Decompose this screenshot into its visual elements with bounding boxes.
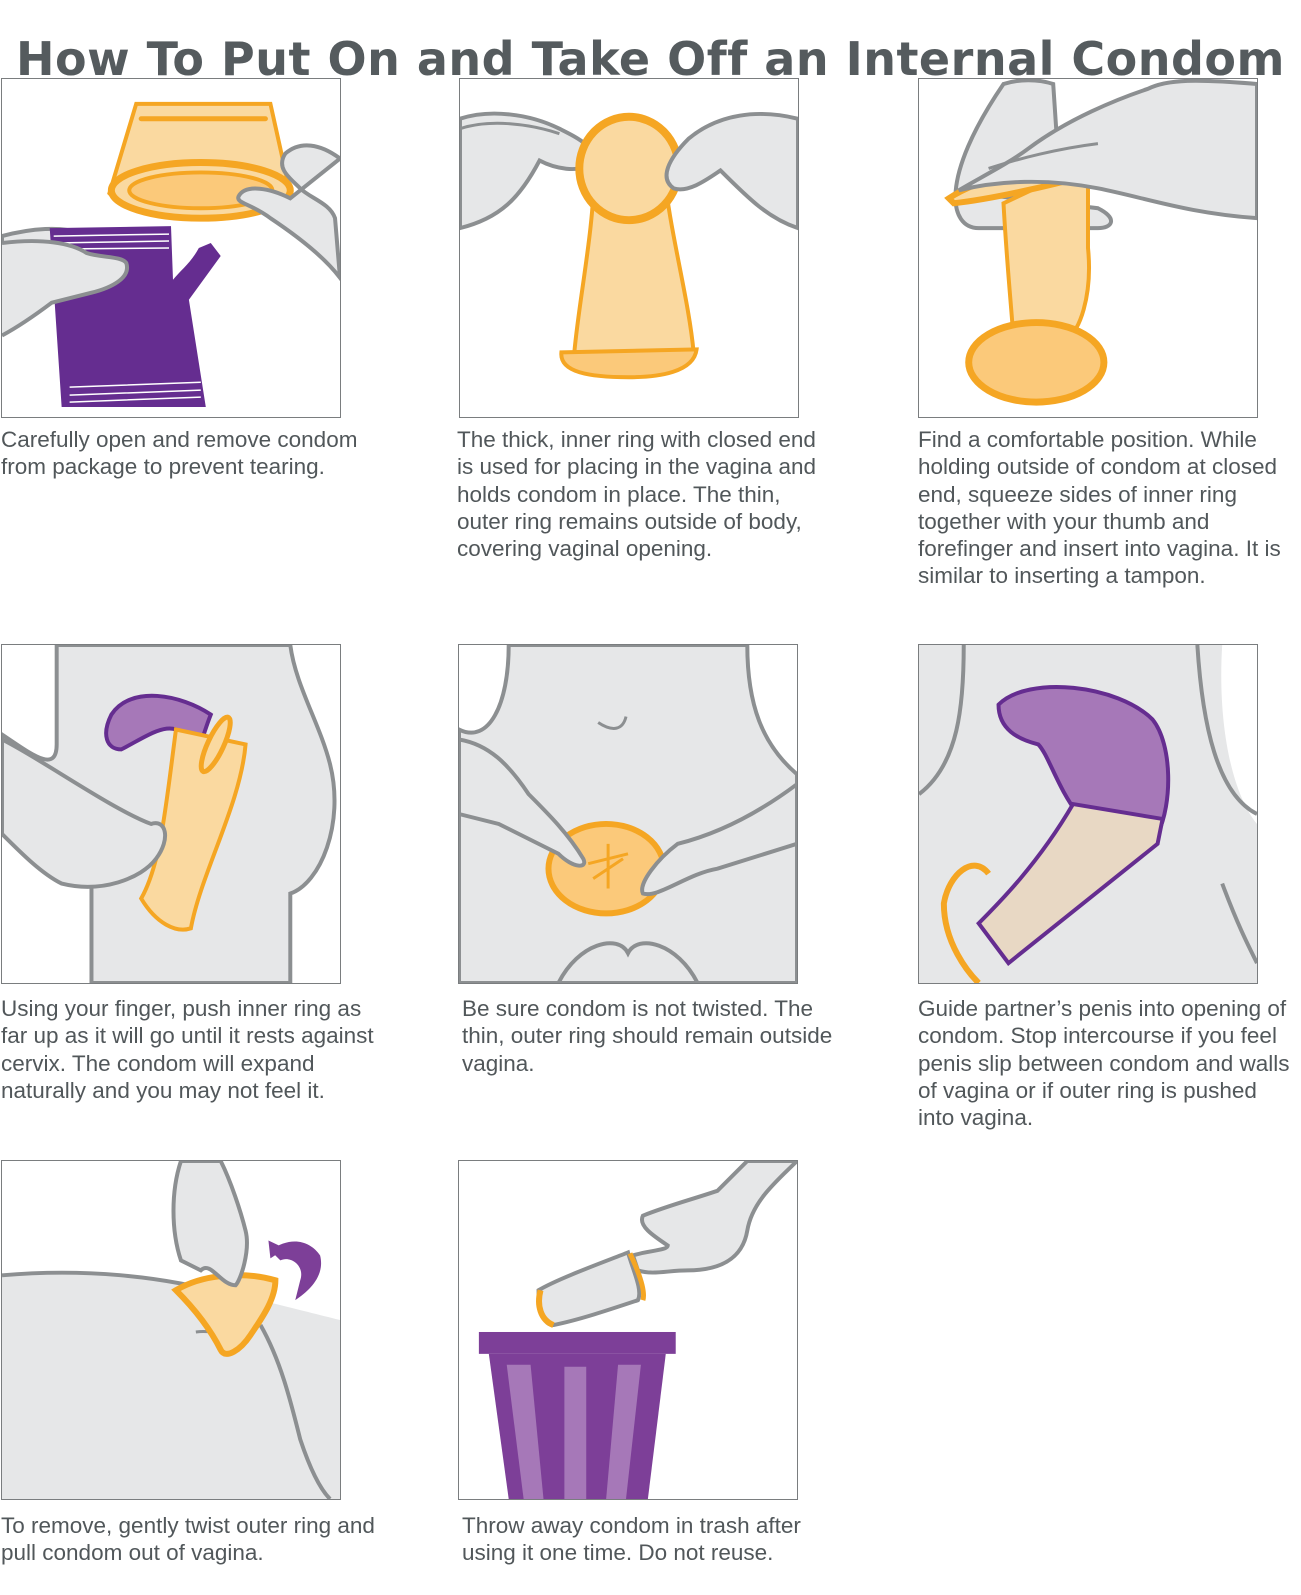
step-3-caption: Find a comfortable position. While holdi… bbox=[918, 427, 1281, 589]
step-1-illustration bbox=[1, 78, 341, 418]
step-8-caption: Throw away condom in trash after using i… bbox=[462, 1513, 801, 1566]
step-7-illustration bbox=[1, 1160, 341, 1500]
step-1-caption: Carefully open and remove condom from pa… bbox=[1, 427, 358, 480]
page-title: How To Put On and Take Off an Internal C… bbox=[16, 31, 1285, 86]
step-5-caption: Be sure condom is not twisted. The thin,… bbox=[462, 996, 833, 1076]
outer-ring-illustration bbox=[459, 645, 797, 983]
step-8-illustration bbox=[458, 1160, 798, 1500]
step-5-illustration bbox=[458, 644, 798, 984]
twist-remove-illustration bbox=[2, 1161, 340, 1499]
step-2-caption: The thick, inner ring with closed end is… bbox=[457, 427, 816, 562]
step-3-illustration bbox=[918, 78, 1258, 418]
squeeze-ring-illustration bbox=[944, 79, 1257, 406]
trash-disposal-illustration bbox=[478, 1161, 797, 1499]
step-6-caption: Guide partner’s penis into opening of co… bbox=[918, 996, 1290, 1131]
push-inner-ring-illustration bbox=[2, 645, 337, 983]
step-2-illustration bbox=[459, 78, 799, 418]
guide-partner-illustration bbox=[919, 645, 1257, 983]
step-7-caption: To remove, gently twist outer ring and p… bbox=[1, 1513, 375, 1566]
inner-ring-illustration bbox=[460, 111, 798, 380]
open-package-illustration bbox=[2, 101, 340, 408]
step-6-illustration bbox=[918, 644, 1258, 984]
step-4-caption: Using your finger, push inner ring as fa… bbox=[1, 996, 374, 1103]
step-4-illustration bbox=[1, 644, 341, 984]
